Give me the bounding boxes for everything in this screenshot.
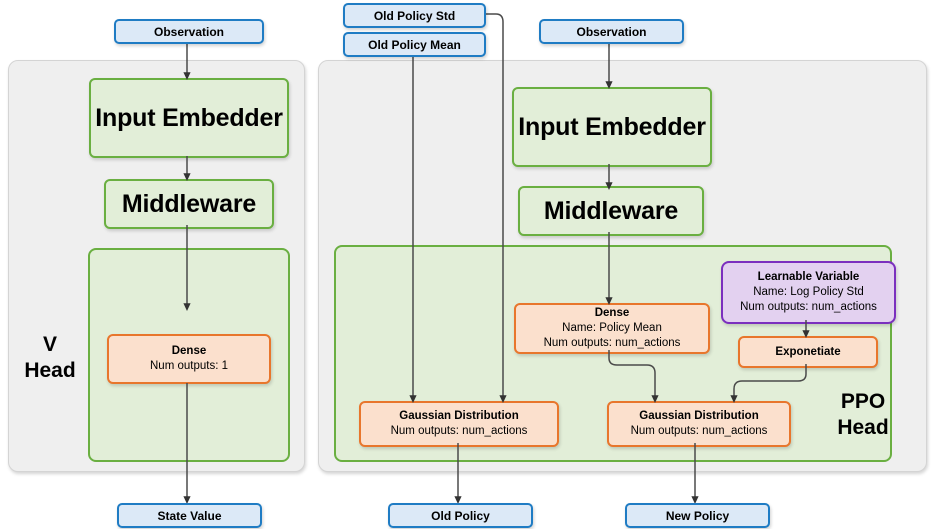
ppo-input-embedder-node[interactable]: Input Embedder — [512, 87, 712, 167]
io-label: New Policy — [665, 508, 730, 523]
v-dense-node[interactable]: Dense Num outputs: 1 — [107, 334, 271, 384]
io-observation-left[interactable]: Observation — [114, 19, 264, 44]
node-title: Dense — [171, 345, 207, 357]
io-state-value[interactable]: State Value — [117, 503, 262, 528]
io-old-policy-std[interactable]: Old Policy Std — [343, 3, 486, 28]
io-label: Observation — [576, 24, 647, 39]
io-new-policy[interactable]: New Policy — [625, 503, 770, 528]
v-head-caption: V Head — [24, 333, 76, 382]
node-title: Exponetiate — [775, 345, 841, 358]
io-label: State Value — [157, 508, 222, 523]
v-input-embedder-node[interactable]: Input Embedder — [89, 78, 289, 158]
io-label: Old Policy — [431, 508, 490, 523]
node-line2: Num outputs: 1 — [150, 360, 228, 372]
ppo-gaussian-old-node[interactable]: Gaussian Distribution Num outputs: num_a… — [359, 401, 559, 447]
node-line2: Num outputs: num_actions — [390, 425, 528, 437]
node-label: Middleware — [121, 189, 257, 218]
io-label: Observation — [153, 24, 225, 39]
ppo-middleware-node[interactable]: Middleware — [518, 186, 704, 236]
ppo-exponetiate-node[interactable]: Exponetiate — [738, 336, 878, 368]
ppo-gaussian-new-node[interactable]: Gaussian Distribution Num outputs: num_a… — [607, 401, 791, 447]
ppo-learnable-variable-node[interactable]: Learnable Variable Name: Log Policy Std … — [721, 261, 896, 324]
node-label: Input Embedder — [95, 103, 283, 132]
io-observation-right[interactable]: Observation — [539, 19, 684, 44]
node-line2: Num outputs: num_actions — [630, 425, 768, 437]
node-title: Dense — [594, 307, 630, 319]
io-old-policy[interactable]: Old Policy — [388, 503, 533, 528]
node-title: Learnable Variable — [757, 271, 860, 283]
node-label: Middleware — [543, 196, 679, 225]
node-label: Input Embedder — [518, 112, 706, 141]
io-label: Old Policy Mean — [368, 37, 461, 52]
io-old-policy-mean[interactable]: Old Policy Mean — [343, 32, 486, 57]
io-label: Old Policy Std — [373, 8, 456, 23]
node-title: Gaussian Distribution — [639, 410, 759, 422]
v-middleware-node[interactable]: Middleware — [104, 179, 274, 229]
node-line3: Num outputs: num_actions — [740, 301, 877, 313]
node-line2: Name: Policy Mean — [562, 322, 662, 334]
ppo-head-caption: PPO Head — [837, 390, 889, 439]
node-title: Gaussian Distribution — [399, 410, 519, 422]
node-line2: Name: Log Policy Std — [753, 286, 864, 298]
node-line3: Num outputs: num_actions — [543, 337, 681, 349]
ppo-dense-policy-mean-node[interactable]: Dense Name: Policy Mean Num outputs: num… — [514, 303, 710, 354]
